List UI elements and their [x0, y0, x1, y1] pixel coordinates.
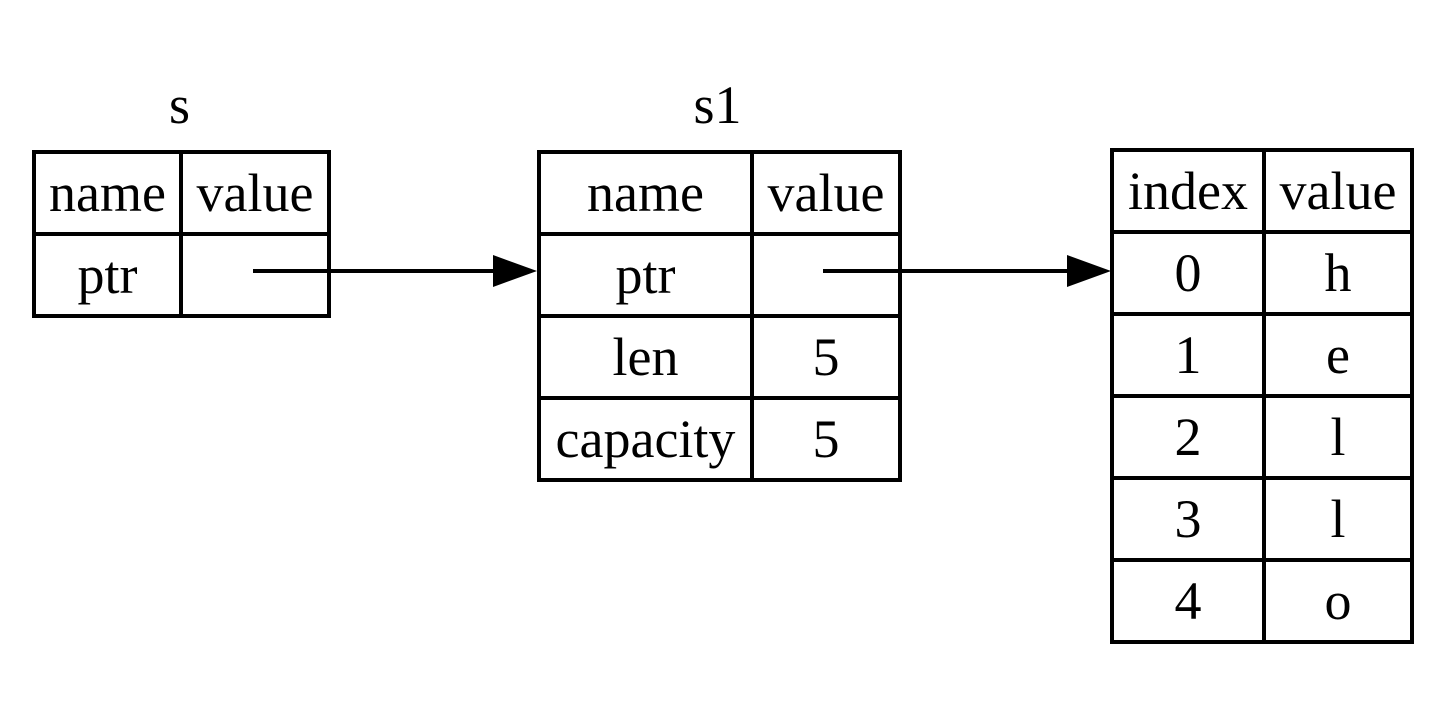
- table-heap-cell-1-value: e: [1262, 312, 1414, 398]
- table-s1-cell-capacity-name: capacity: [537, 396, 754, 482]
- table-title-s: s: [168, 75, 190, 135]
- table-heap-cell-1-index: 1: [1110, 312, 1266, 398]
- table-s-header-name: name: [32, 150, 183, 236]
- table-s-header-value: value: [179, 150, 331, 236]
- table-heap-row-1: 1 e: [1110, 312, 1414, 398]
- table-title-s1: s1: [693, 75, 742, 135]
- arrow-s1-to-heap-line: [823, 269, 1071, 273]
- table-s1: name value ptr len 5 capacity 5: [537, 150, 902, 482]
- arrow-s-to-s1-arrowhead-icon: [493, 255, 537, 287]
- table-s-row-ptr: ptr: [32, 232, 331, 318]
- arrow-s-to-s1-line: [253, 269, 497, 273]
- table-s1-row-capacity: capacity 5: [537, 396, 902, 482]
- table-s1-header-row: name value: [537, 150, 902, 236]
- table-s-header-row: name value: [32, 150, 331, 236]
- table-s1-row-ptr: ptr: [537, 232, 902, 318]
- table-s1-row-len: len 5: [537, 314, 902, 400]
- table-s: name value ptr: [32, 150, 331, 318]
- table-heap-cell-4-value: o: [1262, 558, 1414, 644]
- table-s-cell-ptr-value: [179, 232, 331, 318]
- table-heap-row-0: 0 h: [1110, 230, 1414, 316]
- table-heap: index value 0 h 1 e 2 l 3 l 4 o: [1110, 148, 1414, 644]
- table-s1-header-name: name: [537, 150, 754, 236]
- table-heap-cell-2-index: 2: [1110, 394, 1266, 480]
- table-heap-header-value: value: [1262, 148, 1414, 234]
- table-heap-row-2: 2 l: [1110, 394, 1414, 480]
- table-heap-cell-3-index: 3: [1110, 476, 1266, 562]
- table-s-cell-ptr-name: ptr: [32, 232, 183, 318]
- arrow-s1-to-heap-arrowhead-icon: [1067, 255, 1111, 287]
- table-s1-cell-len-name: len: [537, 314, 754, 400]
- table-heap-cell-3-value: l: [1262, 476, 1414, 562]
- table-heap-cell-0-value: h: [1262, 230, 1414, 316]
- table-heap-header-row: index value: [1110, 148, 1414, 234]
- table-heap-header-index: index: [1110, 148, 1266, 234]
- table-heap-row-3: 3 l: [1110, 476, 1414, 562]
- table-heap-cell-0-index: 0: [1110, 230, 1266, 316]
- table-s1-cell-capacity-value: 5: [750, 396, 902, 482]
- table-heap-row-4: 4 o: [1110, 558, 1414, 644]
- table-s1-cell-ptr-name: ptr: [537, 232, 754, 318]
- table-s1-cell-ptr-value: [750, 232, 902, 318]
- table-heap-cell-2-value: l: [1262, 394, 1414, 480]
- table-s1-cell-len-value: 5: [750, 314, 902, 400]
- table-s1-header-value: value: [750, 150, 902, 236]
- table-heap-cell-4-index: 4: [1110, 558, 1266, 644]
